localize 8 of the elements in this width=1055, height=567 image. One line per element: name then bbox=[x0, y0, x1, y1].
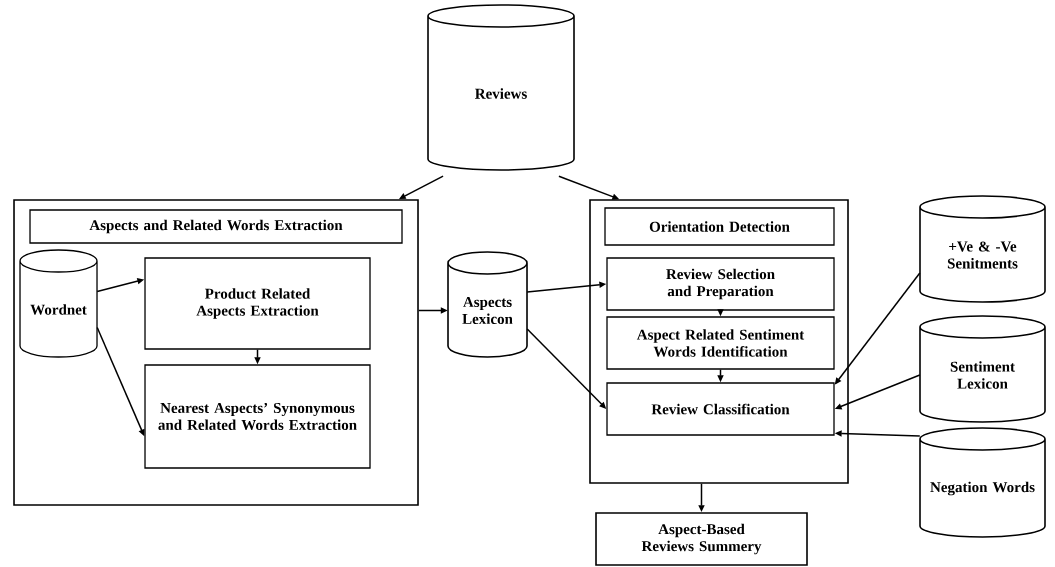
process-box: Aspect Related Sentiment Words Identification bbox=[606, 316, 835, 370]
process-box: Aspect-Based Reviews Summery bbox=[595, 512, 808, 566]
process-box: Review Selection and Preparation bbox=[606, 257, 835, 311]
heading-box: Aspects and Related Words Extraction bbox=[29, 209, 403, 244]
heading-box: Orientation Detection bbox=[604, 207, 835, 246]
process-box: Product Related Aspects Extraction bbox=[144, 257, 371, 350]
process-box: Nearest Aspects’ Synonymous and Related Words Extraction bbox=[144, 364, 371, 469]
process-box: Review Classification bbox=[606, 382, 835, 436]
